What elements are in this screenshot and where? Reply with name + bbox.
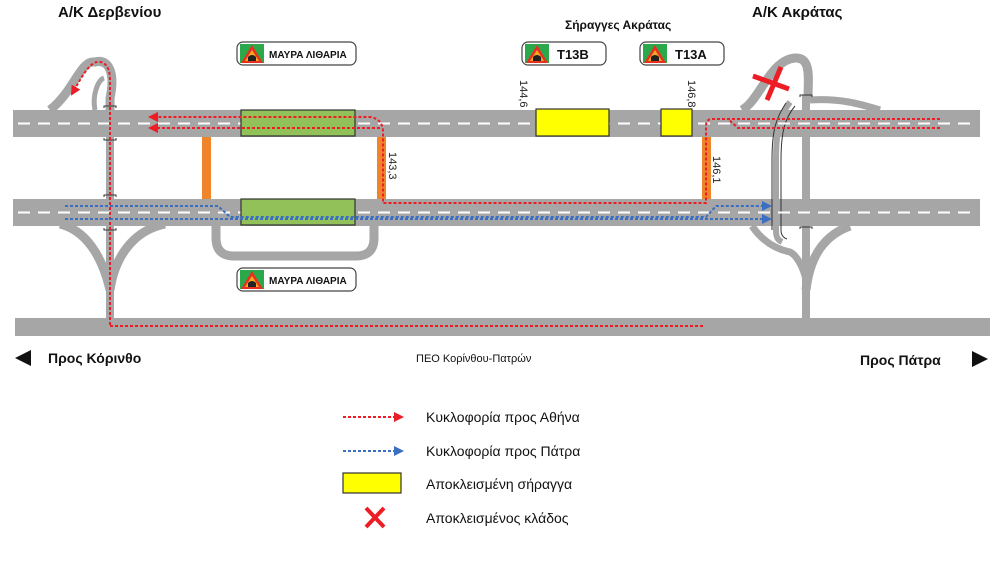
- sign-label: ΜΑΥΡΑ ΛΙΘΑΡΙΑ: [269, 50, 347, 61]
- crossover-143-3: [377, 137, 386, 199]
- tunnel-warning-icon: [643, 44, 667, 63]
- patra-traffic-routes: [65, 201, 772, 224]
- tunnel-warning-icon: [240, 270, 264, 289]
- tunnel-mavra-lower: [240, 198, 356, 226]
- left-loop-ramp: [47, 56, 117, 114]
- red-x-icon: [364, 506, 386, 529]
- direction-right-label: Προς Πάτρα: [860, 352, 941, 368]
- direction-left-label: Προς Κόρινθο: [48, 350, 141, 366]
- tunnel-t13b-closed: [535, 108, 610, 137]
- mavra-bypass-loop: [211, 226, 379, 261]
- athens-route-upper-lane-1: [148, 112, 940, 204]
- interchange-left-title: Α/Κ Δερβενίου: [58, 4, 162, 21]
- arrow-left-icon: [15, 350, 31, 366]
- legend-item-closed-ramp: Αποκλεισμένος κλάδος: [364, 506, 569, 529]
- left-y-ramp-left: [58, 219, 115, 292]
- interchange-right-title: Α/Κ Ακράτας: [752, 4, 843, 21]
- patra-route-lane-1: [65, 201, 772, 218]
- svg-text:Αποκλεισμένος κλάδος: Αποκλεισμένος κλάδος: [426, 510, 569, 526]
- tunnel-mavra-upper: [240, 109, 356, 137]
- arrow-right-icon: [972, 351, 988, 367]
- crossover-mavra-west: [202, 137, 211, 199]
- yellow-box-icon: [342, 472, 402, 494]
- sign-label: ΜΑΥΡΑ ΛΙΘΑΡΙΑ: [269, 276, 347, 287]
- svg-text:Κυκλοφορία προς Πάτρα: Κυκλοφορία προς Πάτρα: [426, 443, 580, 459]
- right-upper-ramp-east: [809, 96, 882, 114]
- km-marker-146-8: 146,8: [685, 80, 697, 108]
- legend: Κυκλοφορία προς Αθήνα Κυκλοφορία προς Πά…: [342, 409, 580, 529]
- right-loop-ramp: [739, 53, 813, 114]
- sign-mavra-litharia-bottom: ΜΑΥΡΑ ΛΙΘΑΡΙΑ: [236, 267, 357, 292]
- km-marker-144-6: 144,6: [517, 80, 529, 108]
- right-overpass: [773, 100, 793, 245]
- roads: [13, 53, 990, 336]
- km-marker-143-3: 143,3: [386, 152, 398, 180]
- svg-text:Κυκλοφορία προς Αθήνα: Κυκλοφορία προς Αθήνα: [426, 409, 580, 425]
- athens-route-left-loop: [71, 60, 111, 325]
- legend-item-athens-traffic: Κυκλοφορία προς Αθήνα: [343, 409, 580, 425]
- right-connector: [802, 95, 810, 320]
- svg-text:Αποκλεισμένη σήραγγα: Αποκλεισμένη σήραγγα: [426, 476, 572, 492]
- right-y-ramp-left: [749, 223, 810, 281]
- sign-label: T13B: [557, 47, 589, 62]
- sign-mavra-litharia-top: ΜΑΥΡΑ ΛΙΘΑΡΙΑ: [236, 41, 357, 66]
- tunnels-group-title: Σήραγγες Ακράτας: [565, 18, 671, 32]
- sign-label: T13A: [675, 47, 707, 62]
- athens-route-upper-lane-2: [727, 118, 940, 129]
- km-marker-146-1: 146,1: [710, 156, 722, 184]
- road-name-label: ΠΕΟ Κορίνθου-Πατρών: [416, 353, 532, 365]
- athens-traffic-routes: [71, 60, 940, 327]
- closed-ramp-x-icon: [752, 66, 790, 101]
- legend-item-closed-tunnel: Αποκλεισμένη σήραγγα: [342, 472, 572, 494]
- sign-t13b: T13B: [521, 41, 607, 66]
- tunnel-warning-icon: [240, 44, 264, 63]
- right-y-ramp-right: [801, 221, 852, 291]
- sign-t13a: T13A: [639, 41, 725, 66]
- tunnel-warning-icon: [525, 44, 549, 63]
- left-loop-inner: [91, 75, 106, 111]
- left-y-ramp-right: [105, 219, 167, 291]
- tunnel-t13a-closed: [660, 108, 693, 137]
- legend-item-patra-traffic: Κυκλοφορία προς Πάτρα: [343, 443, 580, 459]
